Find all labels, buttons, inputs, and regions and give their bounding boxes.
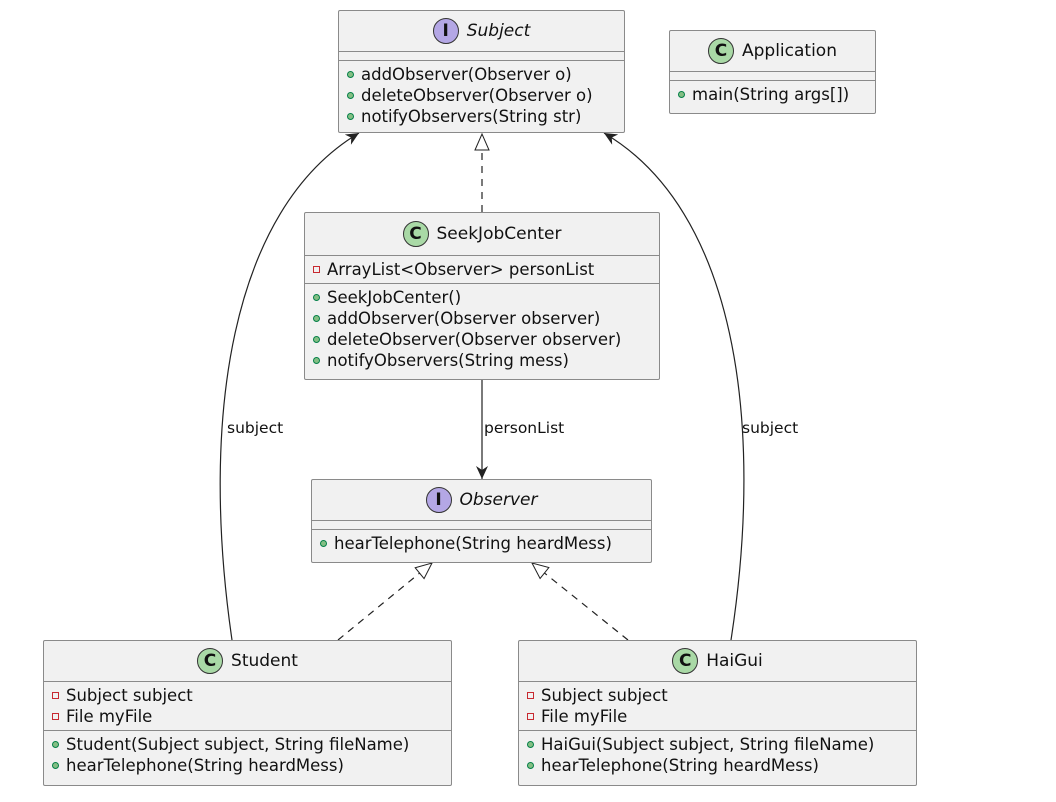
private-icon [52,713,59,720]
public-icon [347,92,354,99]
class-header: C Student [44,641,451,682]
method: hearTelephone(String heardMess) [527,755,908,776]
subject-interface[interactable]: I Subject addObserver(Observer o) delete… [338,10,625,133]
class-header: C HaiGui [519,641,916,682]
association-haigui-subject [603,132,745,641]
method: addObserver(Observer observer) [313,308,651,329]
private-icon [52,692,59,699]
public-icon [313,315,320,322]
edge-label-personlist: personList [484,419,565,437]
class-name: Student [231,651,298,671]
fields-section: Subject subject File myFile [44,682,451,731]
public-icon [347,71,354,78]
method: deleteObserver(Observer o) [347,85,616,106]
class-name: HaiGui [706,651,763,671]
method: deleteObserver(Observer observer) [313,329,651,350]
method: HaiGui(Subject subject, String fileName) [527,734,908,755]
class-icon: C [672,648,699,674]
field: File myFile [527,706,908,727]
public-icon [320,540,327,547]
haigui-class[interactable]: C HaiGui Subject subject File myFile Hai… [518,640,917,786]
interface-icon: I [432,18,459,44]
class-header: C SeekJobCenter [305,213,659,256]
public-icon [313,336,320,343]
public-icon [527,741,534,748]
realization-haigui-observer [532,563,629,641]
student-class[interactable]: C Student Subject subject File myFile St… [43,640,452,786]
private-icon [313,266,320,273]
public-icon [313,357,320,364]
public-icon [52,741,59,748]
field: Subject subject [52,685,443,706]
field: File myFile [52,706,443,727]
class-icon: C [708,38,734,64]
private-icon [527,692,534,699]
association-student-subject [219,132,360,641]
methods-section: SeekJobCenter() addObserver(Observer obs… [305,284,659,374]
class-header: C Application [670,31,875,72]
seekjobcenter-class[interactable]: C SeekJobCenter ArrayList<Observer> pers… [304,212,660,380]
method: notifyObservers(String mess) [313,350,651,371]
public-icon [313,294,320,301]
application-class[interactable]: C Application main(String args[]) [669,30,876,114]
private-icon [527,713,534,720]
class-header: I Subject [339,11,624,52]
edge-label-haigui-subject: subject [742,419,799,437]
fields-section [670,72,875,81]
class-name: Subject [466,21,531,41]
field: Subject subject [527,685,908,706]
class-name: SeekJobCenter [436,224,562,244]
fields-section [339,52,624,61]
public-icon [347,113,354,120]
interface-icon: I [425,487,452,513]
method: addObserver(Observer o) [347,64,616,85]
methods-section: main(String args[]) [670,81,875,108]
fields-section [312,521,651,530]
method: notifyObservers(String str) [347,106,616,127]
class-name: Application [742,41,837,61]
public-icon [678,91,685,98]
public-icon [52,762,59,769]
field: ArrayList<Observer> personList [313,259,651,280]
methods-section: hearTelephone(String heardMess) [312,530,651,557]
methods-section: addObserver(Observer o) deleteObserver(O… [339,61,624,130]
class-header: I Observer [312,480,651,521]
methods-section: HaiGui(Subject subject, String fileName)… [519,731,916,779]
method: Student(Subject subject, String fileName… [52,734,443,755]
observer-interface[interactable]: I Observer hearTelephone(String heardMes… [311,479,652,563]
class-icon: C [197,648,224,674]
method: hearTelephone(String heardMess) [52,755,443,776]
method: hearTelephone(String heardMess) [320,533,643,554]
edge-label-student-subject: subject [227,419,284,437]
realization-student-observer [337,563,432,641]
fields-section: Subject subject File myFile [519,682,916,731]
method: main(String args[]) [678,84,867,105]
method: SeekJobCenter() [313,287,651,308]
class-icon: C [402,221,429,247]
methods-section: Student(Subject subject, String fileName… [44,731,451,779]
class-name: Observer [459,490,538,510]
public-icon [527,762,534,769]
fields-section: ArrayList<Observer> personList [305,256,659,284]
